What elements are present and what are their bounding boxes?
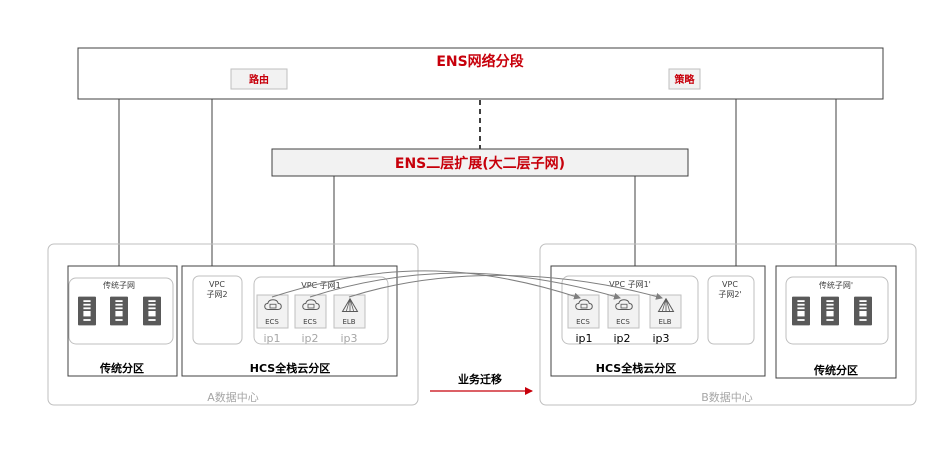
- vpc-subnet1-b-label: VPC 子网1': [609, 280, 651, 289]
- hcs-zone-b-label: HCS全栈云分区: [596, 361, 676, 375]
- resource-ecs-ip1-b: ECS ip1: [567, 294, 600, 345]
- ip-label: ip2: [613, 332, 630, 345]
- ecs-label: ECS: [616, 318, 630, 326]
- server-icon: [110, 296, 128, 326]
- business-migration: 业务迁移: [430, 372, 533, 395]
- datacenter-b: B数据中心 VPC 子网1' ECS ip1 ECS ip2 ELB ip3 V…: [539, 243, 917, 406]
- ip-label: ip3: [340, 332, 357, 345]
- policy-tag: [668, 68, 701, 90]
- ip-label: ip2: [301, 332, 318, 345]
- elb-label: ELB: [342, 318, 355, 326]
- datacenter-b-label: B数据中心: [701, 390, 753, 404]
- server-icon: [143, 296, 161, 326]
- ens-segmentation-box: ENS网络分段 路由 策略: [77, 47, 884, 100]
- ecs-label: ECS: [303, 318, 317, 326]
- traditional-subnet-a-label: 传统子网: [103, 280, 135, 290]
- vpc-subnet2-b-line2: 子网2': [718, 290, 741, 299]
- vpc-subnet2-a-line1: VPC: [209, 280, 225, 289]
- ens-segmentation-title: ENS网络分段: [436, 53, 523, 70]
- traditional-zone-b-label: 传统分区: [813, 363, 858, 377]
- policy-label: 策略: [675, 73, 696, 86]
- resource-ecs-ip2-a: ECS ip2: [294, 294, 327, 345]
- traditional-subnet-b-label: 传统子网': [819, 280, 853, 290]
- hcs-zone-a-label: HCS全栈云分区: [250, 361, 330, 375]
- server-icon: [792, 296, 810, 326]
- ip-label: ip3: [652, 332, 669, 345]
- resource-elb-ip3-a: ELB ip3: [333, 294, 366, 345]
- ip-label: ip1: [263, 332, 280, 345]
- datacenter-a: A数据中心 传统子网 传统分区 VPC 子网2 VPC 子网1 ECS ip1 …: [47, 243, 419, 406]
- elb-label: ELB: [658, 318, 671, 326]
- vpc-subnet2-b-line1: VPC: [722, 280, 738, 289]
- business-migration-label: 业务迁移: [458, 372, 502, 386]
- ecs-label: ECS: [265, 318, 279, 326]
- vpc-subnet2-b: [707, 275, 755, 345]
- traditional-zone-a-label: 传统分区: [99, 361, 144, 375]
- datacenter-a-label: A数据中心: [207, 390, 259, 404]
- vpc-subnet1-a-label: VPC 子网1: [301, 281, 341, 290]
- vpc-subnet2-a: [192, 275, 243, 345]
- ens-l2-title: ENS二层扩展(大二层子网): [395, 155, 565, 172]
- route-tag: [230, 68, 288, 90]
- migration-curves: [271, 270, 663, 300]
- resource-elb-ip3-b: ELB ip3: [649, 294, 682, 345]
- vpc-subnet2-a-line2: 子网2: [206, 290, 227, 299]
- connection-lines: [118, 99, 837, 282]
- resource-ecs-ip1-a: ECS ip1: [256, 294, 289, 345]
- ecs-label: ECS: [576, 318, 590, 326]
- ens-l2-extension-box: ENS二层扩展(大二层子网): [271, 148, 689, 177]
- ip-label: ip1: [575, 332, 592, 345]
- server-icon: [854, 296, 872, 326]
- server-icon: [78, 296, 96, 326]
- resource-ecs-ip2-b: ECS ip2: [607, 294, 640, 345]
- route-label: 路由: [249, 73, 269, 86]
- server-icon: [821, 296, 839, 326]
